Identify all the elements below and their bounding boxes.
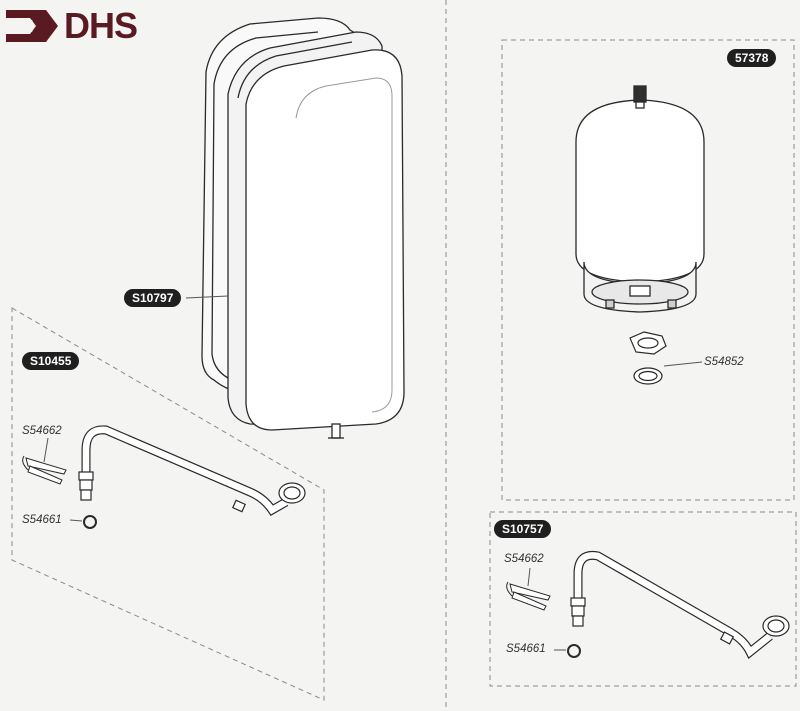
label-clip-right: S54662 xyxy=(504,553,544,565)
label-expansion-vessel-round: 57378 xyxy=(727,49,777,67)
label-pipe-kit-right: S10757 xyxy=(494,520,552,538)
label-pipe-kit-left: S10455 xyxy=(22,352,80,370)
leader-oring-left xyxy=(69,519,83,522)
oring-right-drawing xyxy=(567,644,581,658)
label-nut-washer: S54852 xyxy=(704,356,744,368)
pipe-right-drawing xyxy=(570,550,790,659)
vessel-box-right xyxy=(501,39,795,501)
kit-box-right xyxy=(489,511,797,687)
label-expansion-vessel-rect: S10797 xyxy=(124,289,182,307)
logo-arrow-icon xyxy=(6,10,58,42)
expansion-vessel-rect-drawing xyxy=(201,17,405,439)
leader-clip-right xyxy=(527,567,531,587)
leader-nut-washer xyxy=(663,361,703,367)
clip-right-drawing xyxy=(506,581,551,611)
expansion-vessel-round-drawing xyxy=(575,85,705,313)
label-oring-right: S54661 xyxy=(506,643,546,655)
clip-left-drawing xyxy=(22,455,67,485)
kit-box-left xyxy=(11,307,325,701)
nut-washer-drawing xyxy=(629,331,667,385)
leader-clip-left xyxy=(43,437,49,463)
label-oring-left: S54661 xyxy=(22,514,62,526)
logo-text: DHS xyxy=(64,5,138,46)
pipe-left-drawing xyxy=(78,425,306,516)
leader-expansion-vessel-rect xyxy=(185,295,229,299)
oring-left-drawing xyxy=(83,515,97,529)
label-clip-left: S54662 xyxy=(22,425,62,437)
